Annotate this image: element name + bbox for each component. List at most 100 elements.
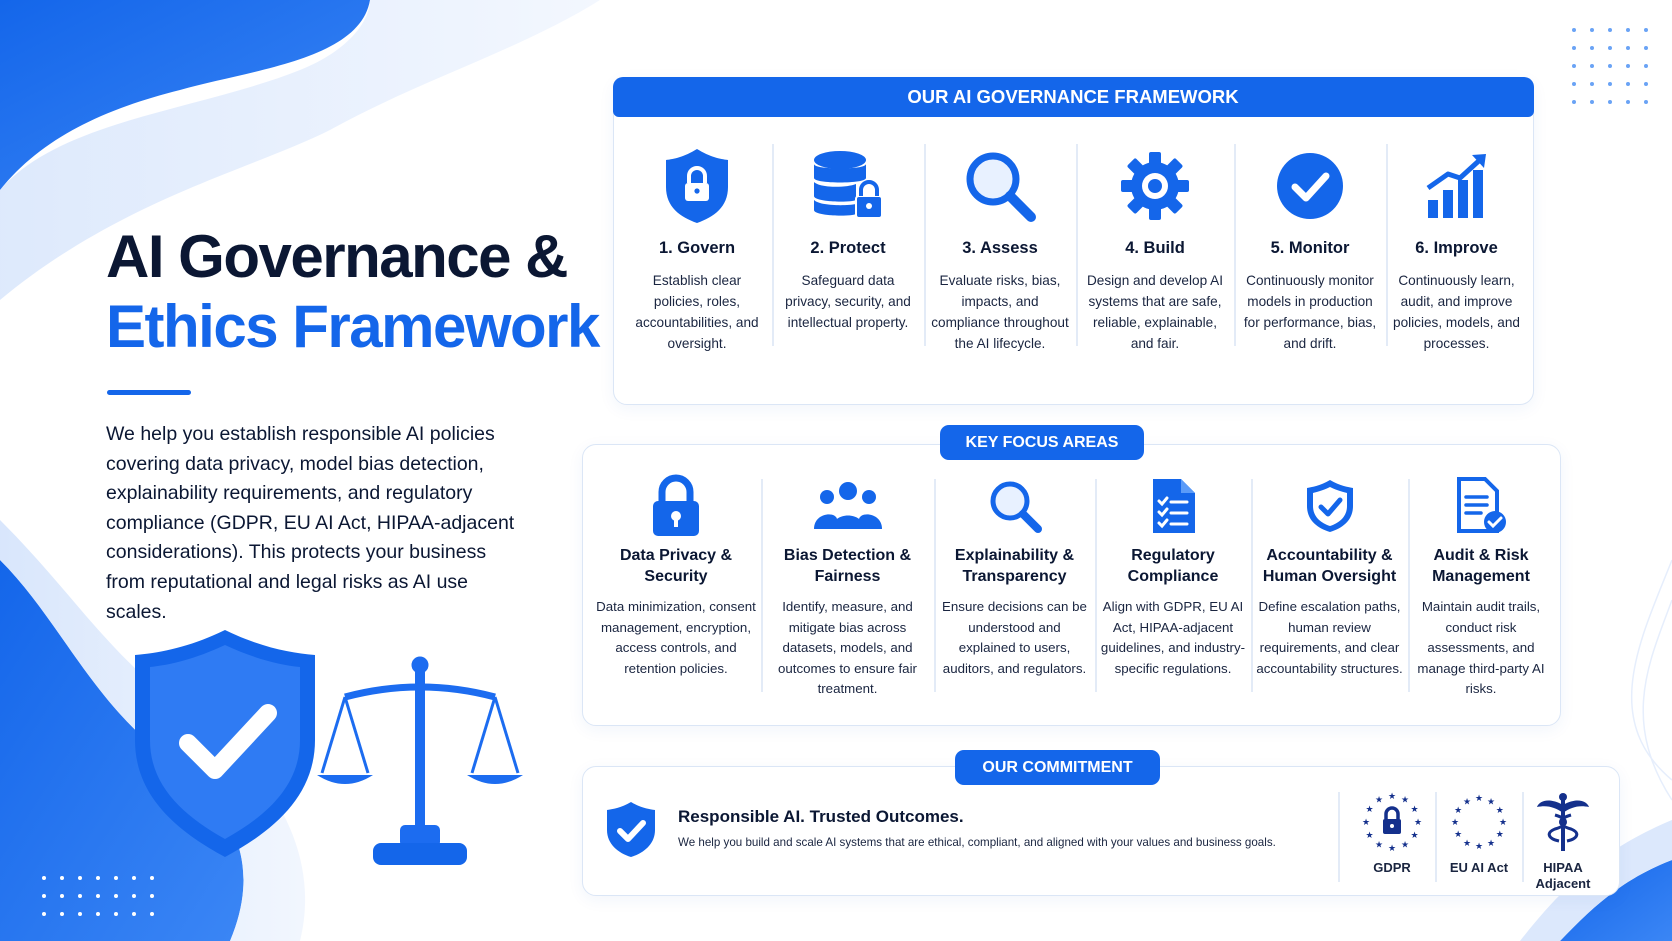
decorative-dot (1590, 64, 1594, 68)
focus-title: Data Privacy & Security (619, 547, 733, 585)
decorative-dot (42, 912, 46, 916)
framework-step-protect: 2. Protect Safeguard data privacy, secur… (772, 136, 924, 354)
star-icon: ★ (1454, 829, 1462, 839)
focus-area-audit: Audit & Risk Management Maintain audit t… (1408, 471, 1554, 700)
decorative-dot (96, 894, 100, 898)
star-icon: ★ (1365, 830, 1373, 840)
decorative-dot (1626, 28, 1630, 32)
star-icon: ★ (1475, 793, 1483, 803)
focus-area-regulatory: Regulatory Compliance Align with GDPR, E… (1095, 471, 1251, 700)
star-icon: ★ (1375, 795, 1383, 805)
decorative-dot (114, 894, 118, 898)
decorative-dot (1608, 82, 1612, 86)
framework-step-build: 4. Build Design and develop AI systems t… (1076, 136, 1234, 354)
padlock-icon (591, 471, 761, 541)
decorative-dot (1644, 100, 1648, 104)
step-description: Evaluate risks, bias, impacts, and compl… (931, 273, 1069, 351)
caduceus-icon (1521, 790, 1605, 854)
focus-description: Identify, measure, and mitigate bias acr… (778, 599, 917, 696)
decorative-dot (78, 894, 82, 898)
step-title: 2. Protect (810, 239, 886, 257)
decorative-dot (1644, 64, 1648, 68)
decorative-dot (1608, 28, 1612, 32)
star-icon: ★ (1487, 796, 1495, 806)
decorative-dot (132, 912, 136, 916)
star-icon: ★ (1388, 843, 1396, 853)
commitment-header: OUR COMMITMENT (955, 750, 1160, 785)
framework-panel: OUR AI GOVERNANCE FRAMEWORK 1. Govern Es… (612, 76, 1534, 405)
decorative-dot (1644, 28, 1648, 32)
checklist-document-icon (1095, 471, 1251, 541)
badge-label: GDPR (1373, 860, 1411, 875)
framework-step-assess: 3. Assess Evaluate risks, bias, impacts,… (924, 136, 1076, 354)
eu-stars-icon: ★★★★★★★★★★★★ (1436, 790, 1522, 854)
star-icon: ★ (1451, 817, 1459, 827)
step-description: Continuously monitor models in productio… (1243, 273, 1377, 351)
star-icon: ★ (1410, 830, 1418, 840)
audit-document-icon (1408, 471, 1554, 541)
focus-area-accountability: Accountability & Human Oversight Define … (1251, 471, 1408, 700)
decorative-dot (1626, 64, 1630, 68)
badge-divider (1338, 792, 1340, 882)
magnifier-icon (924, 144, 1076, 228)
focus-description: Define escalation paths, human review re… (1256, 599, 1403, 676)
focus-areas-panel: Data Privacy & Security Data minimizatio… (582, 444, 1561, 726)
gdpr-lock-stars-icon: ★★★★★★★★★★★★ (1349, 790, 1435, 854)
step-title: 5. Monitor (1270, 239, 1350, 257)
star-icon: ★ (1362, 817, 1370, 827)
title-underline (107, 390, 191, 395)
framework-steps: 1. Govern Establish clear policies, role… (622, 136, 1527, 354)
decorative-dot (96, 912, 100, 916)
star-icon: ★ (1475, 841, 1483, 851)
star-icon: ★ (1454, 805, 1462, 815)
star-icon: ★ (1499, 817, 1507, 827)
title-line-2: Ethics Framework (106, 293, 600, 360)
decorative-dot (78, 876, 82, 880)
step-title: 6. Improve (1415, 239, 1498, 257)
decorative-dot (150, 912, 154, 916)
check-circle-icon (1234, 144, 1386, 228)
decorative-dot (78, 912, 82, 916)
decorative-dot (1644, 82, 1648, 86)
decorative-dot (1572, 64, 1576, 68)
decorative-dot (1608, 100, 1612, 104)
framework-step-govern: 1. Govern Establish clear policies, role… (622, 136, 772, 354)
step-title: 1. Govern (658, 239, 736, 257)
decorative-dot (1644, 46, 1648, 50)
step-description: Design and develop AI systems that are s… (1086, 273, 1224, 351)
gear-icon (1076, 144, 1234, 228)
step-description: Continuously learn, audit, and improve p… (1393, 273, 1520, 351)
decorative-dot (1590, 46, 1594, 50)
decorative-dot (60, 894, 64, 898)
focus-description: Ensure decisions can be understood and e… (942, 599, 1087, 676)
badge-divider (1435, 792, 1437, 882)
decorative-dot (1626, 46, 1630, 50)
step-description: Establish clear policies, roles, account… (635, 273, 759, 351)
decorative-dot (1572, 28, 1576, 32)
framework-step-monitor: 5. Monitor Continuously monitor models i… (1234, 136, 1386, 354)
commitment-title: Responsible AI. Trusted Outcomes. (678, 807, 964, 826)
decorative-dot (1572, 100, 1576, 104)
star-icon: ★ (1496, 829, 1504, 839)
shield-check-icon (135, 630, 315, 857)
star-icon: ★ (1414, 817, 1422, 827)
decorative-dot (96, 876, 100, 880)
star-icon: ★ (1496, 805, 1504, 815)
focus-title: Bias Detection & Fairness (783, 547, 912, 585)
decorative-dot (1590, 28, 1594, 32)
commitment-text: We help you build and scale AI systems t… (678, 836, 1276, 849)
focus-description: Align with GDPR, EU AI Act, HIPAA-adjace… (1100, 599, 1246, 676)
decorative-dot (1626, 100, 1630, 104)
focus-description: Maintain audit trails, conduct risk asse… (1417, 599, 1545, 696)
decorative-dot (60, 876, 64, 880)
framework-header: OUR AI GOVERNANCE FRAMEWORK (612, 76, 1534, 117)
star-icon: ★ (1487, 838, 1495, 848)
step-title: 3. Assess (962, 239, 1038, 257)
step-description: Safeguard data privacy, security, and in… (785, 273, 911, 330)
decorative-dots-bottom-left (42, 876, 154, 916)
step-title: 4. Build (1125, 239, 1185, 257)
star-icon: ★ (1401, 840, 1409, 850)
badge-gdpr: ★★★★★★★★★★★★ GDPR (1349, 790, 1435, 876)
focus-title: Regulatory Compliance (1127, 547, 1219, 585)
